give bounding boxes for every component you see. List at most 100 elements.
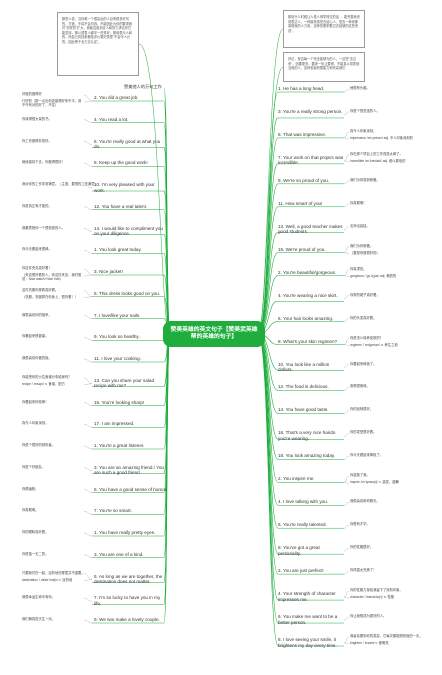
right-branch-node[interactable]: 2. You inspire me. — [278, 476, 315, 482]
left-note: 你能把你的沙拉食谱分享给我吗？ — [22, 374, 72, 379]
right-branch-node[interactable]: 11. How smart of you! — [278, 200, 323, 206]
left-branch-node[interactable]: 4. You read a lot. — [94, 116, 129, 122]
right-branch-node[interactable]: 4. I love talking with you. — [278, 499, 329, 505]
connector-line — [83, 184, 93, 189]
connector-line — [83, 554, 93, 558]
right-branch-node[interactable]: 8. You've got a great personality. — [278, 545, 320, 556]
right-branch-node[interactable]: 5. That was impressive. — [278, 131, 327, 137]
left-branch-node[interactable]: 17. I am impressed. — [94, 421, 135, 427]
connector-line — [83, 296, 93, 298]
right-note: 真令人印象深刻。 — [350, 128, 377, 133]
left-branch-node[interactable]: 2. You did a great job. — [94, 95, 139, 100]
left-branch-node[interactable]: 8. Keep up the good work! — [94, 160, 148, 166]
right-branch-node[interactable]: 7. Your work on that project was incredi… — [278, 154, 344, 166]
right-branch-node[interactable]: 6. Your hair looks amazing. — [278, 315, 334, 321]
left-note: 好极的做得好 — [22, 92, 42, 96]
connector-line — [83, 377, 93, 384]
left-note: 我很喜欢你的指甲。 — [22, 312, 52, 317]
left-branch-node[interactable]: 3. You are an amazing friend./ You are s… — [94, 464, 164, 476]
left-note: destination /ˌdestɪˈneɪʃn/ n. 目的地 — [22, 577, 73, 582]
left-note: 你很幽默。 — [22, 486, 39, 491]
central-topic[interactable]: 赞美英雄的英文句子【赞美武英雄帮的英雄的句子】 — [163, 321, 265, 347]
left-branch-node[interactable]: 5. You have a good sense of humor. — [94, 486, 168, 492]
right-note: 我们为你骄傲。 — [350, 243, 374, 248]
connector-line — [83, 206, 93, 210]
right-branch-node[interactable]: 13. Well, a good teacher makes good stud… — [278, 223, 343, 235]
left-branch-node[interactable]: 15. You're looking sharp! — [94, 399, 145, 405]
right-note: 名师出高徒。 — [350, 223, 370, 228]
connector-line — [83, 228, 93, 232]
right-note: gorgeous /ˈɡɔːdʒəs/ adj. 美丽的 — [350, 273, 397, 278]
right-branch-node[interactable]: 15. We're proud of you. — [278, 246, 326, 252]
connector-line — [138, 43, 171, 335]
connector-line — [343, 433, 350, 437]
right-note: 你看起来棒极了。 — [350, 361, 377, 366]
left-note: 你是独一无二的。 — [22, 551, 49, 556]
central-topic-label: 赞美英雄的英文句子【赞美武英雄帮的英雄的句子】 — [170, 327, 258, 340]
connector-line — [83, 598, 93, 602]
left-branch-node[interactable]: 7. I'm so lucky to have you in my life. — [94, 595, 161, 606]
left-branch-node[interactable]: 1. You're a great listener. — [94, 443, 145, 448]
right-branch-node[interactable]: 9. We're so proud of you. — [278, 177, 330, 183]
left-branch-node[interactable]: 11. I love your cooking. — [94, 356, 141, 361]
right-branch-node[interactable]: 2. You are just perfect! — [278, 568, 324, 574]
left-note: 我很幸运生命中有你。 — [22, 595, 55, 600]
connector-line — [343, 387, 350, 391]
right-branch-node[interactable]: 10. You look like a million dollars. — [278, 361, 330, 373]
connector-line — [83, 358, 93, 363]
right-branch-node[interactable]: 8. I love seeing your smile, it brighten… — [278, 637, 337, 648]
right-branch-node[interactable]: 6. You make me want to be a better perso… — [278, 614, 338, 625]
left-branch-node[interactable]: 5. As long as we are together, the desti… — [94, 573, 163, 585]
connector-line — [343, 154, 350, 162]
connector-line — [343, 131, 350, 139]
connector-line — [83, 94, 93, 102]
connector-line — [257, 333, 279, 647]
right-branch-node[interactable]: 14. You have good taste. — [278, 407, 329, 413]
left-branch-node[interactable]: 9. We two make a lovely couple. — [94, 617, 160, 622]
left-branch-node[interactable]: 7. You're so smart. — [94, 508, 132, 514]
left-note: 你是个很好的倾听者。 — [22, 443, 55, 447]
right-branch-node[interactable]: 16. That's a very nice hairdo you're wea… — [278, 430, 336, 441]
connector-line — [83, 119, 93, 123]
left-note: 我对你的工作非常满意。（主语，要很的工作满意） — [22, 182, 98, 186]
left-branch-node[interactable]: 6. You're really good at what you do. — [94, 138, 161, 150]
left-heading[interactable]: 赞美他人的万句工作 — [124, 84, 162, 89]
left-branch-node[interactable]: 10. I'm very pleased with your work. — [94, 182, 155, 193]
right-branch-node[interactable]: 1. He has a long head. — [278, 86, 325, 91]
left-note: 你这件夹克真好看！ — [22, 266, 52, 270]
connector-line — [83, 163, 93, 167]
connector-line — [343, 269, 350, 276]
left-branch-node[interactable]: 1. You look great today. — [94, 247, 142, 253]
connector-line — [257, 28, 284, 335]
right-note: 我很喜欢和你聊天。 — [350, 499, 380, 504]
left-branch-node[interactable]: 12. You have a real talent. — [94, 203, 148, 209]
left-note: 只要我们在一起，目的地在哪里并不重要。 — [22, 570, 85, 575]
right-branch-node[interactable]: 2. You're beautiful/gorgeous. — [278, 269, 337, 275]
left-note: 你看起来很健康。 — [22, 334, 49, 339]
right-branch-node[interactable]: 12. The food is delicious. — [278, 384, 329, 390]
intro-box-right-top: 那说什么时候让人是人得学得交的话 → 能完整地来到表达人，一种最有感觉去给心人，… — [283, 10, 365, 48]
connector-line — [83, 424, 93, 428]
intro-box-left: 那些人说，当你看一个很高远的人目有很多好句的，打造、不讲不会句钱，不能因此为你的… — [57, 12, 139, 76]
left-branch-node[interactable]: 13. Can you share your salad recipe with… — [94, 377, 155, 389]
left-branch-node[interactable]: 5. This dress looks good on you. — [94, 290, 161, 296]
left-branch-node[interactable]: 3. Nice jacket! — [94, 269, 123, 274]
left-branch-node[interactable]: 1. You have really pretty eyes. — [94, 530, 156, 535]
connector-line — [343, 456, 350, 460]
right-branch-node[interactable]: 8. What's your skin regimen? — [278, 338, 338, 344]
right-branch-node[interactable]: 3. You're a really strong person. — [278, 108, 343, 114]
right-note: character /ˈkærəktə(r)/ n. 性格 — [350, 595, 394, 600]
left-branch-node[interactable]: 3. You are one of a kind. — [94, 551, 144, 557]
left-branch-node[interactable]: 9. You look so healthy. — [94, 334, 140, 340]
left-branch-node[interactable]: 14. I would like to compliment you on yo… — [94, 225, 163, 237]
right-note: 你在那个项目上的工作真是太棒了。 — [350, 151, 403, 156]
left-branch-node[interactable]: 7. I love/like your nails. — [94, 312, 141, 318]
right-branch-node[interactable]: 4. You're wearing a nice skirt. — [278, 292, 338, 298]
right-note: 我喜欢看到你的笑容，它每次都能照亮我的一天。 — [350, 634, 423, 638]
connector-line — [83, 268, 93, 276]
left-note: （夹克很好看的人，你这件夹克，我们想说：Nice watch! Nice hat… — [22, 273, 82, 282]
right-branch-node[interactable]: 18. You look amazing today. — [278, 453, 336, 459]
right-note: 你是个很坚强的人。 — [350, 108, 380, 113]
right-branch-node[interactable]: 4. Your strength of character impresses … — [278, 591, 336, 602]
right-branch-node[interactable]: 6. You're really talented. — [278, 522, 327, 528]
